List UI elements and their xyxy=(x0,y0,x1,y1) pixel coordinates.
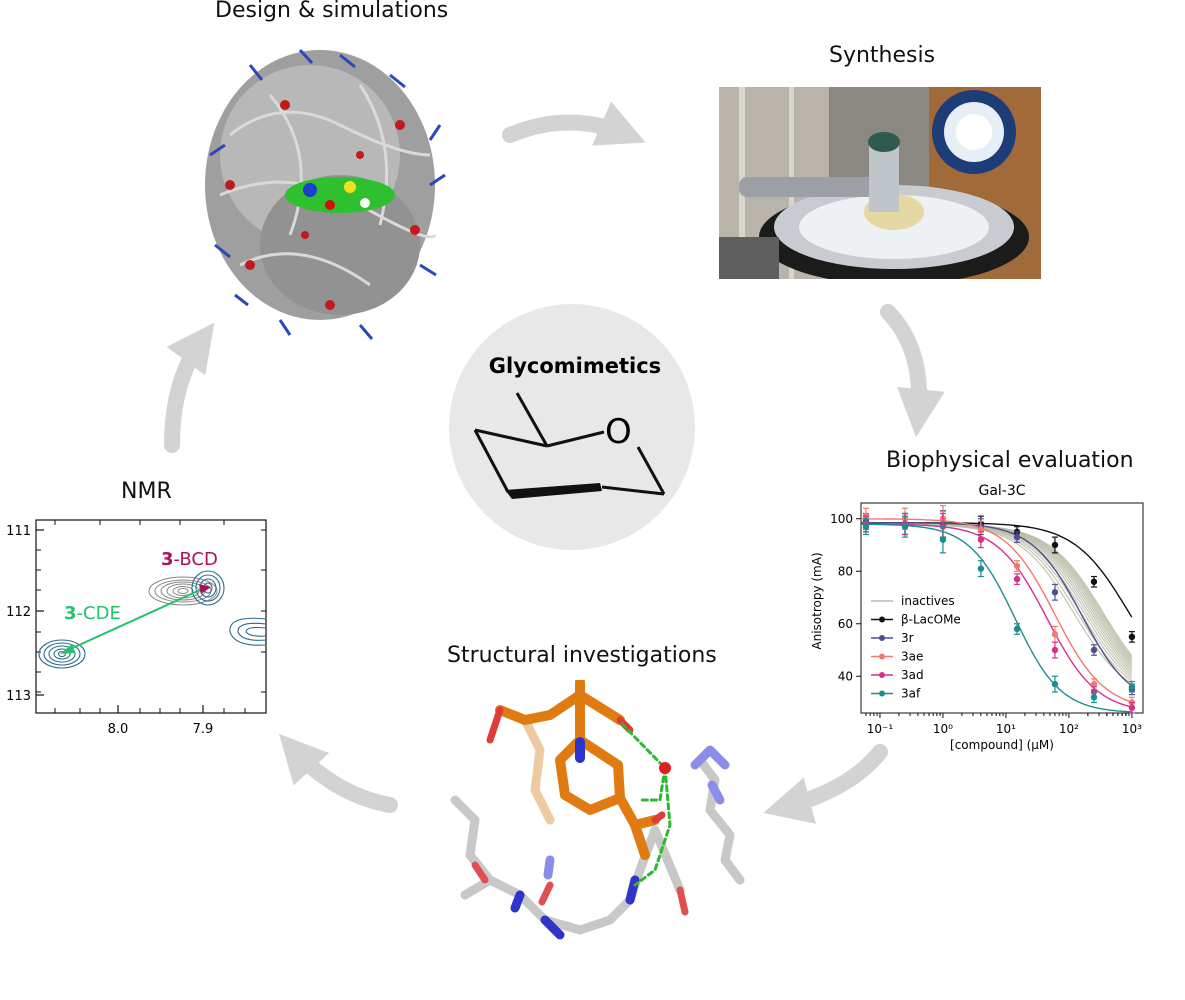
chart-data-point xyxy=(901,523,909,530)
nmr-y-tick-112: 112 xyxy=(6,605,31,620)
nmr-arrowhead-bcd xyxy=(199,584,211,594)
stage-label-design: Design & simulations xyxy=(215,0,449,23)
chart-legend-marker xyxy=(879,635,885,641)
nmr-contours-edge xyxy=(229,617,267,646)
chart-legend-marker xyxy=(879,653,885,660)
chart-y-tick-label: 80 xyxy=(838,564,853,578)
chart-legend-label: 3r xyxy=(901,631,914,645)
chart-y-tick-label: 100 xyxy=(830,512,853,526)
chart-data-point xyxy=(1013,575,1021,583)
chart-data-point xyxy=(1090,578,1098,585)
nmr-major-ticks xyxy=(36,529,204,713)
stage-label-biophysical: Biophysical evaluation xyxy=(886,448,1134,473)
chart-data-point xyxy=(1090,694,1098,701)
nmr-minor-ticks xyxy=(36,520,266,713)
chart-legend-label: 3af xyxy=(901,687,921,701)
chart-data-point xyxy=(1051,541,1059,549)
synthesis-photo xyxy=(719,87,1041,279)
chart-x-tick-label: 10² xyxy=(1059,722,1079,736)
chart-data-point xyxy=(1013,562,1021,570)
chart-data-point xyxy=(977,526,985,533)
cycle-arrow-synthesis-to-biophysical xyxy=(880,304,945,438)
chart-data-point xyxy=(1051,631,1059,638)
chart-legend-label: 3ad xyxy=(901,668,924,682)
center-title: Glycomimetics xyxy=(489,354,661,378)
protein-ensemble-image xyxy=(205,48,446,340)
cycle-arrow-biophysical-to-structural xyxy=(763,744,888,824)
stage-label-synthesis: Synthesis xyxy=(829,43,936,68)
chart-x-axis-label: [compound] (μM) xyxy=(950,738,1054,752)
chart-data-point xyxy=(1090,680,1098,688)
stage-label-nmr: NMR xyxy=(121,479,172,504)
chart-data-point xyxy=(1051,646,1059,654)
crystal-structure-image xyxy=(450,680,745,940)
chart-title: Gal-3C xyxy=(978,483,1025,499)
chart-data-point xyxy=(862,523,870,530)
cycle-arrow-design-to-synthesis xyxy=(502,101,646,146)
chart-x-tick-label: 10¹ xyxy=(996,722,1016,736)
cycle-arrow-nmr-to-design xyxy=(164,322,215,453)
chart-data-point xyxy=(977,536,985,543)
anisotropy-chart: Gal-3C Anisotropy (mA) [compound] (μM) 1… xyxy=(810,483,1144,752)
ring-oxygen-label: O xyxy=(605,412,632,452)
chart-legend-marker xyxy=(879,690,885,697)
chart-plot-frame xyxy=(860,502,1144,714)
nmr-shift-arrow xyxy=(65,589,201,652)
stage-label-structural: Structural investigations xyxy=(447,643,717,668)
pyranose-ring-icon xyxy=(473,392,666,499)
chart-data-point xyxy=(1128,704,1136,711)
chart-legend-label: inactives xyxy=(901,594,955,608)
nmr-label-bcd: 3-BCD xyxy=(161,549,218,570)
chart-data-point xyxy=(1013,533,1021,541)
nmr-y-tick-111: 111 xyxy=(6,524,31,539)
chart-x-tick-label: 10⁻¹ xyxy=(867,722,894,736)
chart-data-point xyxy=(1013,625,1021,633)
chart-legend-marker xyxy=(879,616,885,623)
chart-y-tick-label: 40 xyxy=(838,669,853,683)
chart-y-axis-label: Anisotropy (mA) xyxy=(810,552,824,649)
nmr-x-tick-8-0: 8.0 xyxy=(108,722,129,737)
chart-y-tick-label: 60 xyxy=(838,617,853,631)
nmr-contours-cde xyxy=(38,639,86,669)
nmr-label-cde: 3-CDE xyxy=(64,603,121,624)
chart-legend-label: 3ae xyxy=(901,650,923,664)
nmr-x-tick-7-9: 7.9 xyxy=(193,722,214,737)
nmr-arrowhead-cde xyxy=(60,644,75,654)
chart-x-tick-label: 10³ xyxy=(1122,722,1142,736)
nmr-spectrum-panel: 111 112 113 8.0 7.9 3-BCD 3-CDE xyxy=(6,519,267,737)
chart-x-tick-label: 10⁰ xyxy=(933,722,953,736)
chart-data-point xyxy=(1051,680,1059,688)
chart-legend-marker xyxy=(879,672,885,678)
nmr-y-tick-113: 113 xyxy=(6,689,31,704)
chart-data-point xyxy=(977,565,985,572)
chart-data-point xyxy=(1051,589,1059,596)
chart-data-point xyxy=(1090,646,1098,654)
nmr-plot-frame xyxy=(35,519,267,714)
center-circle xyxy=(449,304,695,550)
chart-legend-label: β-LacOMe xyxy=(901,613,961,627)
chart-data-point xyxy=(1128,683,1136,690)
chart-data-point xyxy=(939,536,947,543)
cycle-arrow-structural-to-nmr xyxy=(279,733,398,813)
chart-data-point xyxy=(1128,633,1136,641)
